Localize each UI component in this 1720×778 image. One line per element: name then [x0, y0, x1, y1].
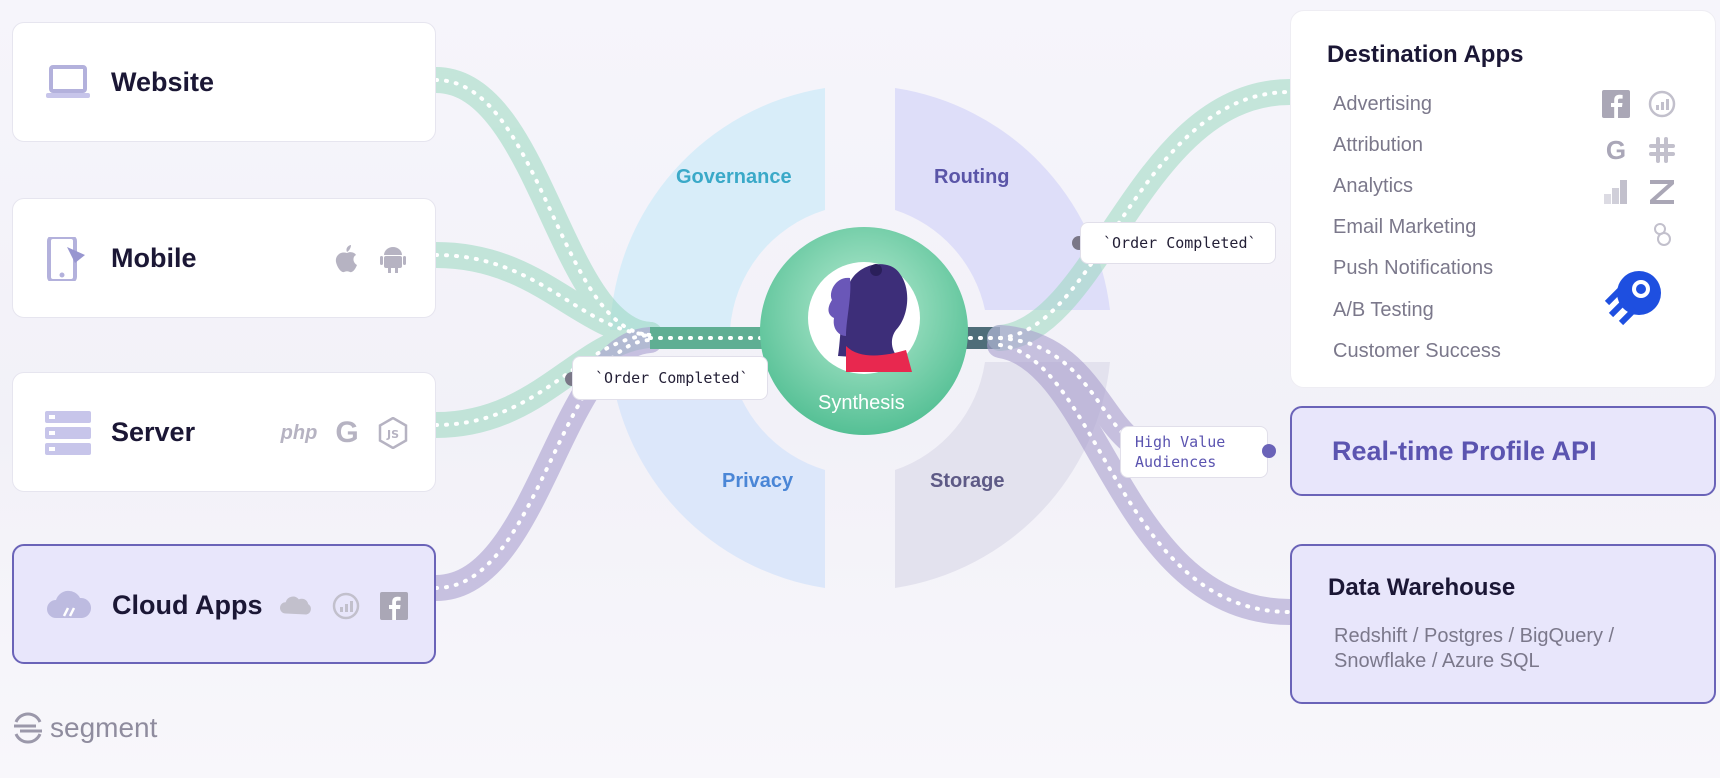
destination-item[interactable]: Analytics — [1333, 175, 1414, 197]
destination-item[interactable]: Advertising — [1333, 93, 1432, 115]
rocket-icon — [1603, 267, 1665, 329]
mobile-icon — [47, 237, 85, 281]
server-icon — [45, 411, 91, 455]
routing-label: Routing — [934, 166, 1010, 188]
routing-segment — [895, 88, 1110, 310]
outbound-event-pill: `Order Completed` — [1080, 222, 1276, 264]
audiences-dot — [1262, 444, 1276, 458]
cloud-apps-title: Cloud Apps — [112, 590, 263, 620]
profile-api-card[interactable]: Real-time Profile API — [1290, 406, 1716, 496]
android-icon — [377, 243, 409, 275]
apple-icon — [331, 243, 363, 275]
google-icon: G — [335, 416, 359, 449]
data-warehouse-description: Redshift / Postgres / BigQuery / Snowfla… — [1334, 625, 1615, 672]
destination-item[interactable]: A/B Testing — [1333, 299, 1434, 321]
destination-item[interactable]: Email Marketing — [1333, 216, 1477, 238]
laptop-icon — [46, 65, 90, 98]
nodejs-icon: JS — [377, 417, 409, 449]
storage-label: Storage — [930, 470, 1005, 492]
destination-apps-title: Destination Apps — [1327, 41, 1524, 68]
mixpanel-icon — [330, 590, 362, 622]
chart-icon — [1601, 177, 1631, 207]
audiences-event-pill: High Value Audiences — [1120, 426, 1268, 478]
privacy-label: Privacy — [722, 470, 794, 492]
salesforce-icon — [280, 590, 312, 622]
segment-icon — [14, 712, 42, 744]
governance-label: Governance — [676, 166, 792, 188]
inbound-event-pill: `Order Completed` — [572, 356, 768, 400]
governance-segment — [610, 88, 825, 330]
mobile-title: Mobile — [111, 243, 197, 273]
hub-label: Synthesis — [818, 392, 905, 414]
destination-item[interactable]: Push Notifications — [1333, 257, 1494, 279]
segment-logo: segment — [12, 712, 157, 744]
zendesk-icon — [1647, 177, 1677, 207]
segment-wordmark: segment — [50, 712, 158, 743]
server-card[interactable]: Server php G JS — [12, 372, 436, 492]
website-title: Website — [111, 67, 215, 97]
google-icon: G — [1605, 134, 1627, 165]
facebook-icon — [1601, 89, 1631, 119]
nodejs-logo-text: JS — [386, 428, 399, 441]
data-warehouse-title: Data Warehouse — [1328, 574, 1516, 601]
data-warehouse-card[interactable]: Data Warehouse Redshift / Postgres / Big… — [1290, 544, 1716, 704]
destination-item[interactable]: Customer Success — [1333, 340, 1501, 362]
mixpanel-icon — [1647, 89, 1677, 119]
cloud-apps-card[interactable]: Cloud Apps — [12, 544, 436, 664]
mobile-card[interactable]: Mobile — [12, 198, 436, 318]
cloud-icon — [47, 590, 92, 618]
privacy-segment — [610, 362, 825, 588]
website-card[interactable]: Website — [12, 22, 436, 142]
destination-item[interactable]: Attribution — [1333, 134, 1424, 156]
slack-icon — [1647, 135, 1677, 165]
storage-segment — [895, 362, 1110, 588]
php-icon: php — [280, 421, 318, 444]
facebook-icon — [378, 590, 410, 622]
portrait-illustration — [828, 264, 912, 372]
profile-api-title: Real-time Profile API — [1332, 436, 1597, 466]
destination-apps-card[interactable]: Destination Apps Advertising Attribution… — [1290, 10, 1716, 388]
link-icon — [1647, 219, 1677, 249]
server-title: Server — [111, 417, 196, 447]
